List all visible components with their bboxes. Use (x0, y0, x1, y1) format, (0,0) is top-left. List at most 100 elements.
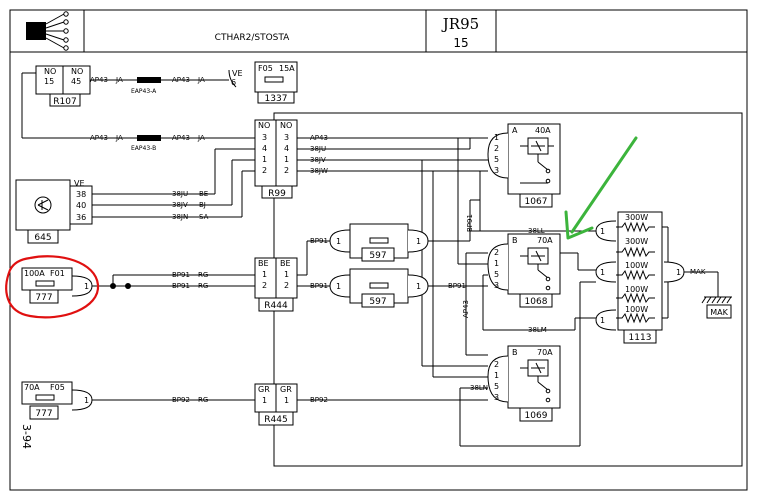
svg-text:1: 1 (416, 282, 421, 291)
svg-text:4: 4 (284, 144, 289, 153)
relay-1067: A 40A 1 2 5 3 1067 (487, 123, 561, 208)
wire-label: BP91 (172, 271, 190, 279)
wire-label: 38JW (310, 167, 328, 175)
resistor-block-1113: 300W 300W 100W 100W 100W 1 1 1 1 1113 (595, 211, 685, 344)
svg-text:A: A (512, 126, 518, 135)
wire-label: 38JV (172, 201, 188, 209)
svg-text:BE: BE (280, 259, 291, 268)
wire-label: EAP43-A (131, 88, 157, 95)
svg-text:1: 1 (262, 270, 267, 279)
svg-text:5: 5 (494, 382, 499, 391)
svg-text:B: B (512, 348, 518, 357)
connector-icon (26, 11, 69, 51)
svg-text:3: 3 (494, 166, 499, 175)
wire-label: AP43 (310, 134, 328, 142)
wire-label: AP43 (462, 300, 470, 318)
svg-text:100W: 100W (625, 305, 648, 314)
svg-text:70A: 70A (537, 348, 553, 357)
svg-text:1: 1 (600, 227, 605, 236)
svg-text:15A: 15A (279, 64, 295, 73)
svg-text:1: 1 (494, 133, 499, 142)
svg-text:100A: 100A (24, 269, 45, 278)
svg-text:2: 2 (494, 248, 499, 257)
wire-label: BP92 (172, 396, 190, 404)
wire-labels: AP43 JA AP43 JA EAP43-A AP43 JA AP43 JA … (90, 76, 706, 404)
svg-text:300W: 300W (625, 213, 648, 222)
svg-text:1: 1 (494, 371, 499, 380)
svg-text:F05: F05 (258, 64, 273, 73)
svg-text:1: 1 (600, 268, 605, 277)
ground-id: MAK (710, 308, 728, 317)
svg-text:GR: GR (258, 385, 270, 394)
svg-text:1: 1 (676, 268, 681, 277)
svg-text:38: 38 (76, 190, 86, 199)
header: CTHAR2/STOSTA JR95 15 (9, 9, 497, 53)
svg-text:3: 3 (494, 281, 499, 290)
wire-label: BE (199, 190, 208, 198)
svg-text:2: 2 (494, 360, 499, 369)
wire-label: RG (198, 396, 208, 404)
fuse-id: 777 (35, 409, 52, 419)
sensor-645: VE 38 40 36 645 (15, 179, 93, 244)
relay-1069: B 70A 2 1 5 3 1069 (487, 345, 561, 422)
wire-label: AP43 (90, 76, 108, 84)
wire-label: AP43 (172, 134, 190, 142)
wire-label: BJ (199, 201, 206, 209)
wire-label: BP91 (448, 282, 466, 290)
relay-id: 1069 (525, 411, 548, 421)
sensor-id: 645 (34, 233, 51, 243)
relay-id: 1067 (525, 197, 548, 207)
svg-text:1: 1 (284, 396, 289, 405)
svg-text:1: 1 (262, 396, 267, 405)
fuse-id: 1337 (265, 94, 288, 104)
splice-eap43-a (137, 77, 161, 83)
svg-text:100W: 100W (625, 261, 648, 270)
wire-label: 38LM (528, 326, 547, 334)
svg-text:45: 45 (71, 77, 81, 86)
svg-text:2: 2 (262, 166, 267, 175)
connector-id: R99 (268, 189, 286, 199)
svg-text:1: 1 (336, 237, 341, 246)
wire-label: BP91 (172, 282, 190, 290)
component-597-lower: 1 1 597 (329, 268, 429, 308)
header-subtitle: CTHAR2/STOSTA (215, 33, 291, 43)
svg-text:GR: GR (280, 385, 292, 394)
annotation-arrow-icon (564, 136, 638, 240)
wire-label: BP92 (310, 396, 328, 404)
component-id: 597 (369, 297, 386, 307)
svg-text:NO: NO (44, 67, 56, 76)
wire-label: BP91 (310, 237, 328, 245)
svg-text:1: 1 (416, 237, 421, 246)
wire-label: JA (115, 134, 123, 142)
svg-text:5: 5 (494, 155, 499, 164)
svg-text:70A: 70A (24, 383, 40, 392)
svg-text:36: 36 (76, 213, 86, 222)
fuse-id: 777 (35, 293, 52, 303)
svg-text:70A: 70A (537, 236, 553, 245)
svg-text:1: 1 (600, 316, 605, 325)
connector-icon-frame (9, 9, 85, 53)
svg-text:F05: F05 (50, 383, 65, 392)
wire-label: JA (115, 76, 123, 84)
svg-text:1: 1 (494, 259, 499, 268)
wires (21, 72, 719, 447)
connector-id: R444 (264, 301, 288, 311)
svg-text:B: B (512, 236, 518, 245)
svg-text:40A: 40A (535, 126, 551, 135)
relay-id: 1068 (525, 297, 548, 307)
component-597-upper: 1 1 597 (329, 223, 429, 262)
drawing-frame (9, 9, 748, 491)
splice-eap43-b (137, 135, 161, 141)
wire-label: 38JV (310, 156, 326, 164)
wire-label: 38LL (528, 227, 545, 235)
svg-text:2: 2 (262, 281, 267, 290)
wire-label: 38JN (172, 213, 188, 221)
svg-text:300W: 300W (625, 237, 648, 246)
connector-id: R107 (53, 97, 76, 107)
wire-label: RG (198, 282, 208, 290)
wire-label: SA (199, 213, 209, 221)
wire-label: 38JU (172, 190, 188, 198)
svg-text:VE: VE (74, 179, 85, 188)
wire-label: AP43 (172, 76, 190, 84)
